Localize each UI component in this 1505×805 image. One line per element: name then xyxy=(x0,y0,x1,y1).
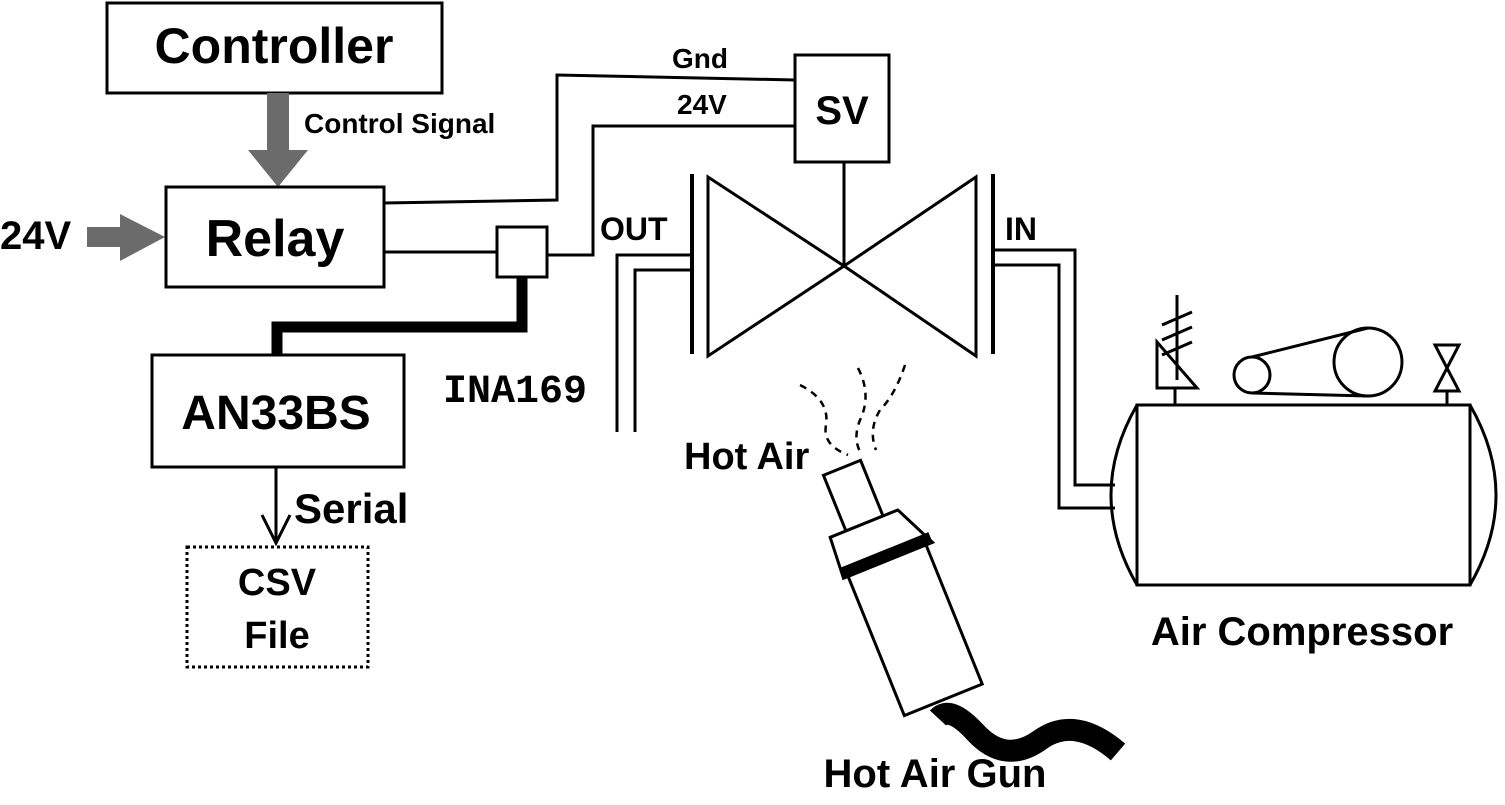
csv-label-line2: File xyxy=(244,615,309,657)
sv-24v-label: 24V xyxy=(677,89,727,120)
in-label: IN xyxy=(1005,211,1037,247)
csv-file-block: CSV File xyxy=(185,545,370,669)
input-24v-label: 24V xyxy=(0,214,71,258)
relay-block: Relay xyxy=(164,185,386,289)
sensor-cable xyxy=(271,277,528,355)
ina169-sensor xyxy=(495,225,549,279)
sensor-to-sv-24v-wire xyxy=(547,124,795,257)
an33bs-label: AN33BS xyxy=(181,387,370,440)
outlet-pipe xyxy=(615,253,692,432)
input-24v-arrow xyxy=(87,214,165,261)
out-label: OUT xyxy=(600,211,668,247)
sv-block: SV xyxy=(793,53,891,164)
air-compressor-label: Air Compressor xyxy=(1151,610,1453,654)
controller-label: Controller xyxy=(155,18,394,74)
controller-block: Controller xyxy=(105,1,444,95)
an33bs-block: AN33BS xyxy=(150,353,406,469)
csv-label-line1: CSV xyxy=(238,562,317,604)
control-signal-arrow xyxy=(248,93,308,187)
hot-air-gun-icon xyxy=(821,458,1126,762)
ina169-label: INA169 xyxy=(443,370,587,415)
control-signal-label: Control Signal xyxy=(304,108,495,139)
hot-air-label: Hot Air xyxy=(684,436,809,478)
air-compressor-icon xyxy=(1109,295,1498,587)
hot-air-puffs xyxy=(799,364,907,457)
serial-label: Serial xyxy=(294,485,408,532)
gnd-label: Gnd xyxy=(672,43,728,74)
relay-label: Relay xyxy=(206,210,345,268)
sv-label: SV xyxy=(815,89,869,133)
gnd-wire xyxy=(383,73,796,205)
hot-air-gun-label: Hot Air Gun xyxy=(824,752,1047,796)
inlet-pipe xyxy=(993,248,1115,510)
serial-arrow xyxy=(260,467,292,547)
